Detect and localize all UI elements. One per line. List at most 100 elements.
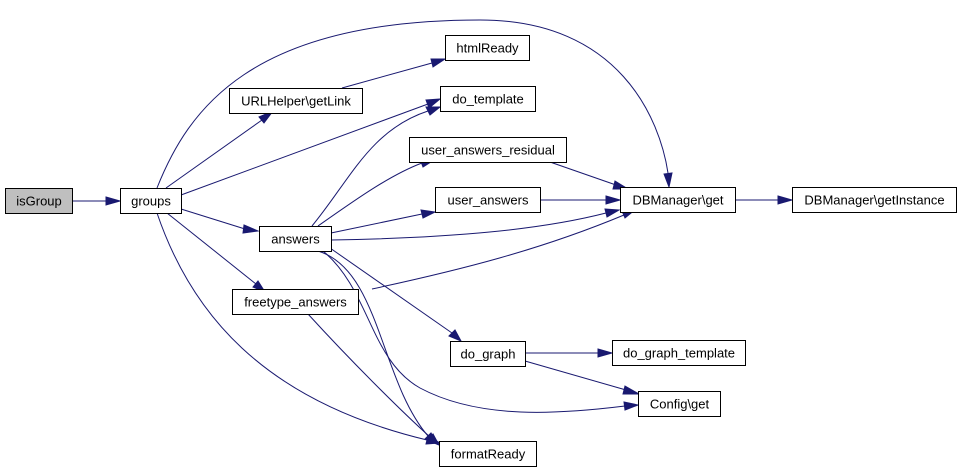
edge-uar-to-dbget [549,161,630,190]
edge-groups-to-do_template [180,98,442,196]
edge-arrowhead [105,196,122,206]
node-box[interactable] [445,35,530,61]
node-dgt[interactable]: do_graph_template [612,340,746,366]
node-dbinst[interactable]: DBManager\getInstance [792,187,957,213]
node-label: user_answers_residual [421,143,555,158]
node-urlhelper[interactable]: URLHelper\getLink [229,88,363,114]
node-label: do_graph [461,347,516,362]
node-label: Config\get [650,397,710,412]
node-box[interactable] [439,441,537,467]
edge-line [165,119,263,189]
node-label: answers [271,232,320,247]
edge-line [549,161,617,186]
edge-groups-to-urlhelper [165,109,275,189]
edge-freetype-to-dbget [371,208,638,290]
edge-arrowhead [242,224,260,234]
edge-do_graph-to-dgt [525,348,614,358]
edge-arrowhead [663,172,673,189]
node-label: user_answers [448,193,529,208]
node-label: freetype_answers [244,295,347,310]
edge-arrowhead [425,106,442,116]
edge-arrowhead [597,348,614,358]
edge-freetype-to-formatready [307,313,441,447]
edge-line [341,62,433,89]
nodes-layer: isGroup groups URLHelper\getLink htmlReady d… [5,35,957,467]
edge-line [307,313,431,438]
node-box[interactable] [638,391,721,417]
edge-line [180,208,246,230]
node-uar[interactable]: user_answers_residual [409,137,567,163]
node-box[interactable] [5,188,73,214]
node-label: htmlReady [456,41,519,56]
node-box[interactable] [435,187,541,213]
edge-do_graph-to-configget [524,360,641,395]
edge-line [311,110,429,227]
edge-ua-to-dbget [540,195,622,205]
node-label: do_template [452,92,524,107]
edge-line [524,360,627,391]
edge-line [156,19,669,189]
node-ua[interactable]: user_answers [435,187,541,213]
edge-arrowhead [420,209,437,219]
edge-arrowhead [777,195,794,205]
edge-arrowhead [430,58,447,68]
node-label: DBManager\get [632,193,723,208]
edge-groups-to-answers [180,208,260,234]
edge-answers-to-dbget [330,208,621,241]
edge-line [329,247,453,334]
node-box[interactable] [232,289,359,315]
edge-answers-to-ua [330,209,437,234]
edge-urlhelper-to-htmlready [341,58,447,89]
node-box[interactable] [612,340,746,366]
node-box[interactable] [620,187,736,213]
edge-answers-to-formatready [317,250,439,446]
node-groups[interactable]: groups [120,188,182,214]
edge-line [330,213,423,234]
edges-layer [72,19,794,447]
edge-arrowhead [622,385,641,395]
node-label: formatReady [451,447,526,462]
node-formatready[interactable]: formatReady [439,441,537,467]
edge-dbget-to-dbinst [735,195,794,205]
edge-answers-to-configget [322,250,640,413]
node-label: URLHelper\getLink [241,94,351,109]
node-box[interactable] [792,187,957,213]
node-box[interactable] [259,226,332,252]
node-box[interactable] [450,341,526,367]
edge-line [166,212,257,285]
edge-groups-to-dbget [156,19,673,189]
node-label: isGroup [16,194,62,209]
edge-answers-to-uar [317,158,436,227]
edge-arrowhead [425,98,442,109]
node-configget[interactable]: Config\get [638,391,721,417]
node-box[interactable] [120,188,182,214]
node-box[interactable] [440,86,536,112]
node-box[interactable] [229,88,363,114]
node-dbget[interactable]: DBManager\get [620,187,736,213]
node-htmlready[interactable]: htmlReady [445,35,530,61]
edge-arrowhead [605,195,622,205]
node-do_graph[interactable]: do_graph [450,341,526,367]
node-box[interactable] [409,137,567,163]
edge-line [317,162,423,227]
node-label: do_graph_template [623,346,735,361]
node-isGroup[interactable]: isGroup [5,188,73,214]
node-answers[interactable]: answers [259,226,332,252]
edge-arrowhead [426,433,441,447]
node-label: DBManager\getInstance [804,193,944,208]
edge-arrowhead [623,401,640,411]
edge-arrowhead [604,208,621,218]
edge-line [371,214,625,290]
edge-line [180,103,429,196]
edge-arrowhead [448,329,463,343]
node-label: groups [131,194,171,209]
edge-line [156,212,428,441]
edge-line [317,250,429,437]
edge-answers-to-do_template [311,106,442,227]
edge-groups-to-freetype [166,212,267,294]
node-do_template[interactable]: do_template [440,86,536,112]
edge-isGroup-to-groups [72,196,122,206]
node-freetype[interactable]: freetype_answers [232,289,359,315]
edge-answers-to-do_graph [329,247,463,343]
